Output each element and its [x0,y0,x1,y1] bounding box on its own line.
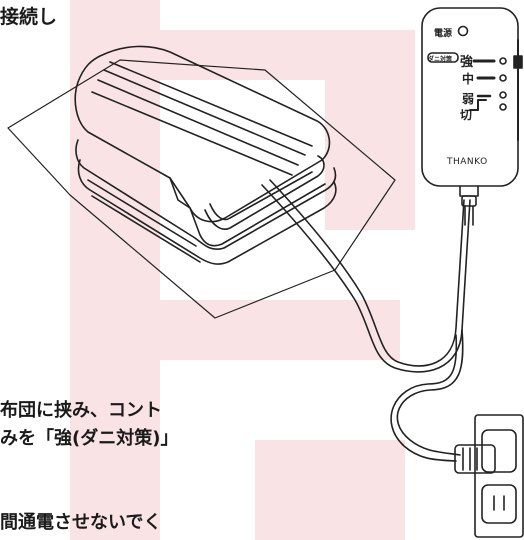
text-line-3: みを「強(ダニ対策)」 [0,428,179,449]
text-line-2: 布団に挟み、コント [0,396,162,422]
text-line-2a: 布団に挟み、 [0,400,108,421]
text-line-4: 間通電させないでく [0,512,162,533]
wall-outlet [474,414,524,538]
power-label: 電源 [434,29,453,39]
bg-shape-top [70,0,160,540]
bg-shape-right [325,30,415,230]
strong-label: 強 [460,55,474,70]
power-cord [261,184,471,373]
brand-label: THANKO [447,157,488,167]
power-indicator-icon [457,25,469,37]
blanket-top [74,45,331,223]
off-label: 切 [460,108,473,122]
bg-shape-bottom [255,440,405,540]
dani-badge-label: ダニ対策 [428,56,453,63]
weak-label: 弱 [462,92,475,106]
mid-label: 中 [462,72,475,86]
text-line-1: 接続し [0,6,58,28]
text-line-2b: コント [108,400,162,421]
plastic-wrap-outline [7,59,396,319]
plug-cord [396,329,464,456]
